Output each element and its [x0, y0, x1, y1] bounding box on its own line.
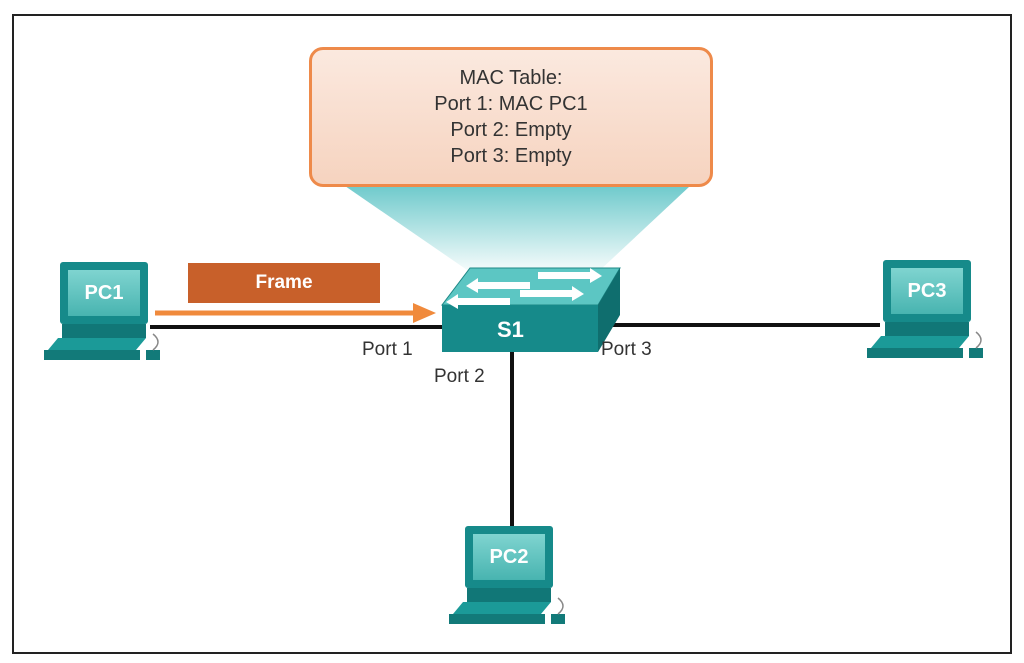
pc3-icon: [867, 260, 983, 358]
mac-table-entry-port3: Port 3: Empty: [450, 145, 572, 167]
frame-label: Frame: [188, 263, 380, 303]
pc2-label: PC2: [489, 546, 529, 568]
mac-table-beam: [345, 186, 690, 272]
pc1-label: PC1: [84, 282, 124, 304]
diagram-border: [12, 14, 1012, 654]
mac-table-callout: MAC Table: Port 1: MAC PC1 Port 2: Empty…: [309, 47, 713, 187]
switch-s1-label: S1: [497, 317, 524, 342]
pc3-label: PC3: [907, 280, 947, 302]
port1-label: Port 1: [362, 339, 413, 360]
pc1-icon: [44, 262, 160, 360]
frame-arrow: [155, 303, 436, 323]
mac-table-title: MAC Table:: [459, 67, 563, 89]
pc2-icon: [449, 526, 565, 624]
mac-table-entry-port2: Port 2: Empty: [450, 119, 572, 141]
switch-s1-icon: [440, 267, 621, 352]
port3-label: Port 3: [601, 339, 652, 360]
port2-label: Port 2: [434, 366, 485, 387]
mac-table-entry-port1: Port 1: MAC PC1: [434, 93, 588, 115]
